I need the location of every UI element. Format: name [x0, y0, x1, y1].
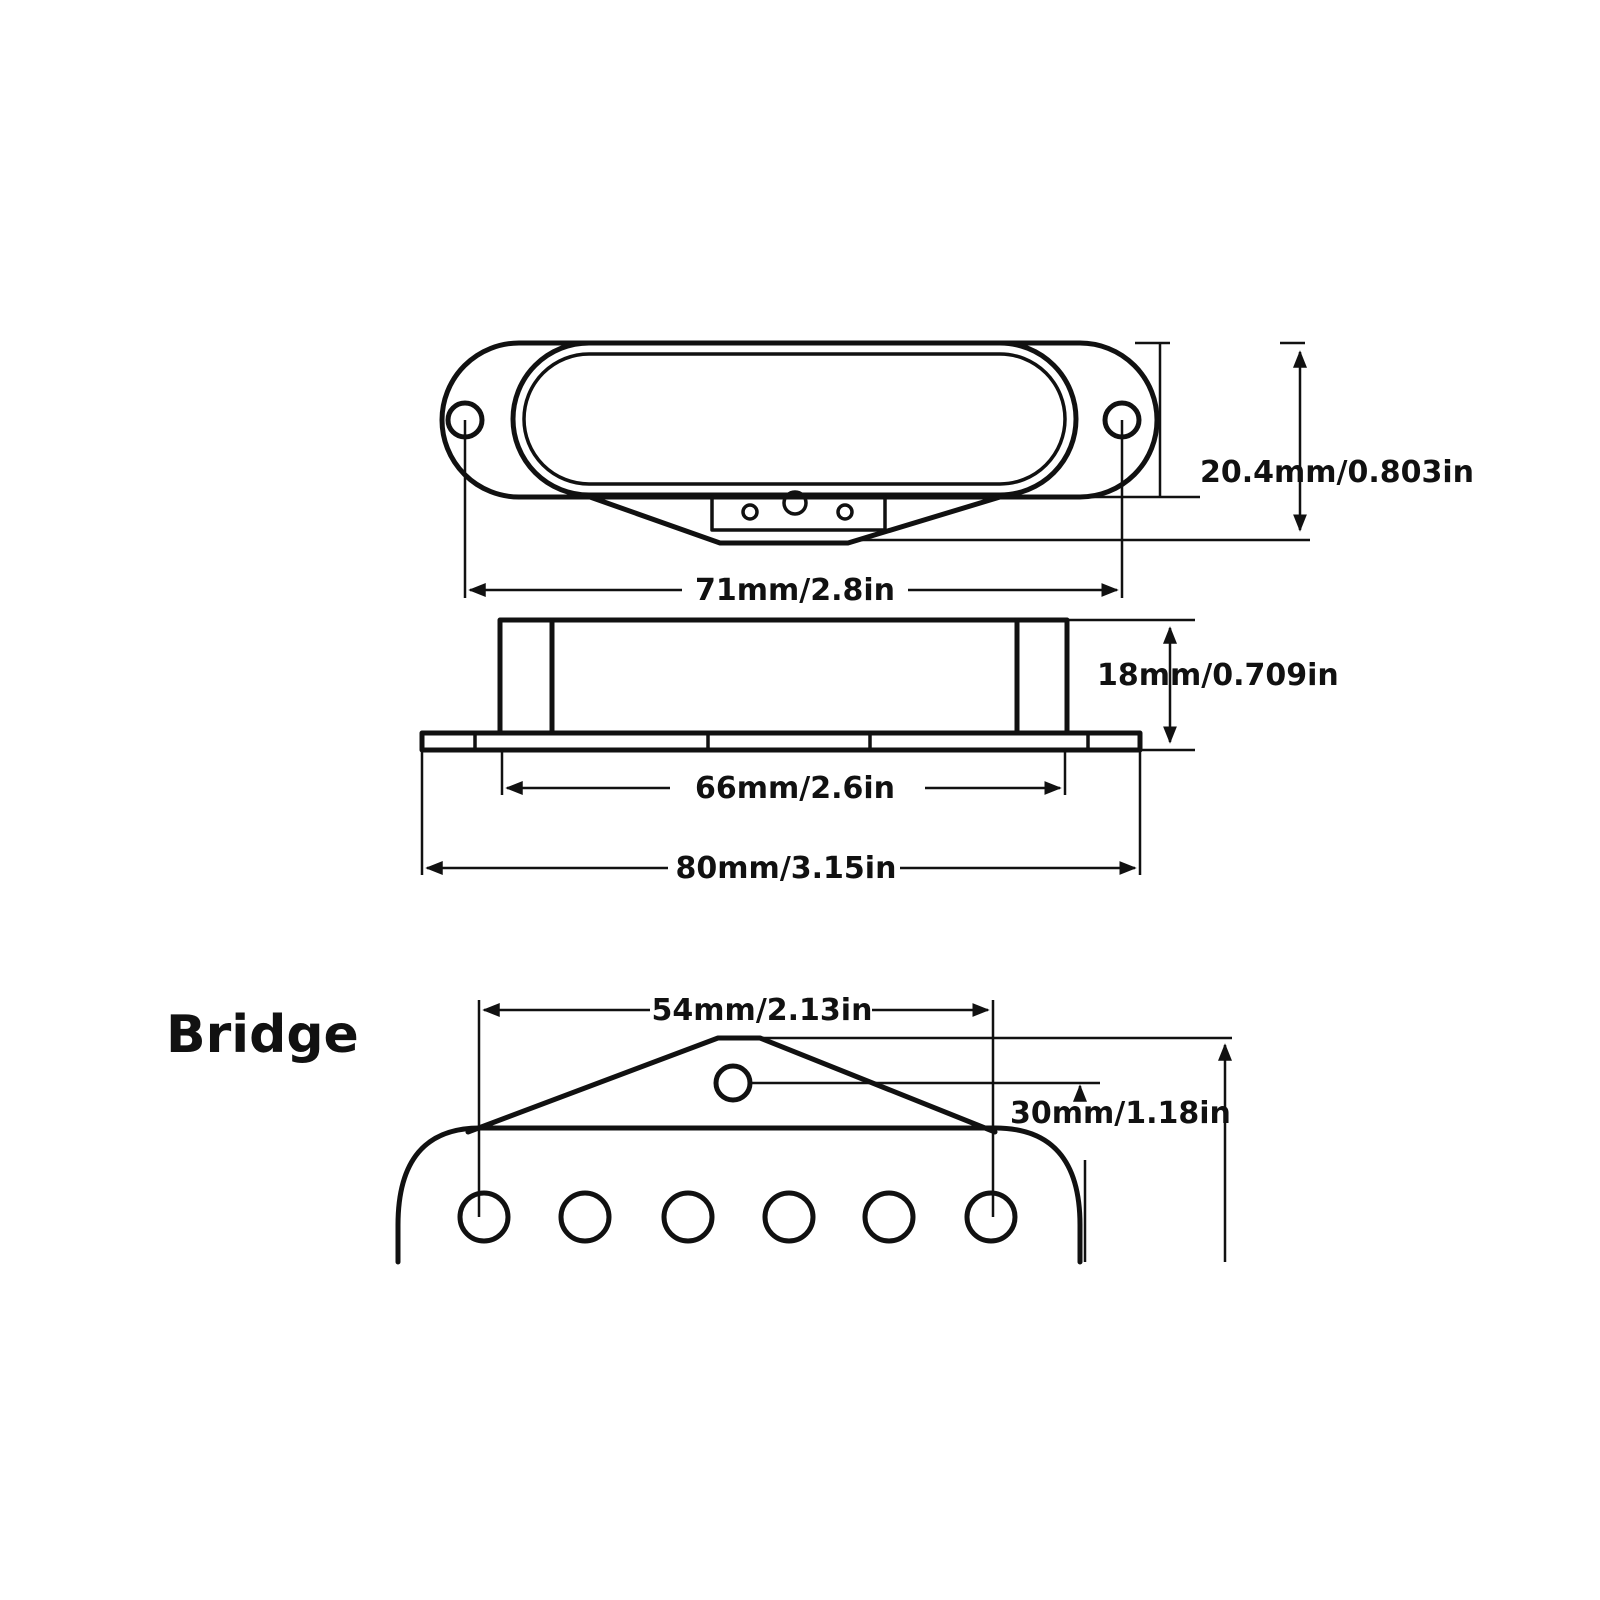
pole-piece — [862, 1190, 916, 1244]
pickup-side-view — [419, 617, 1143, 753]
pickup-width-dimension: 71mm/2.8in — [463, 420, 1124, 608]
bridge-cover — [395, 1125, 1083, 1265]
side-base-plate — [419, 730, 1143, 753]
pole-piece — [964, 1190, 1018, 1244]
pickup-top-view — [439, 340, 1160, 546]
pickup-height-label: 20.4mm/0.803in — [1200, 455, 1474, 490]
bridge-height-label: 30mm/1.18in — [1010, 1096, 1231, 1131]
base-height-label: 18mm/0.709in — [1097, 658, 1339, 693]
bridge-tab — [465, 1035, 998, 1135]
pickup-tab-plate — [710, 495, 887, 532]
bridge-pole-span-label: 54mm/2.13in — [652, 993, 873, 1028]
tab-hole-left — [741, 503, 759, 521]
bridge-title: Bridge — [166, 1005, 359, 1065]
pickup-cover-inner — [522, 352, 1067, 486]
pole-piece — [762, 1190, 816, 1244]
pickup-width-label: 71mm/2.8in — [695, 573, 895, 608]
base-inner-width-label: 66mm/2.6in — [695, 771, 895, 806]
bridge-pole-pieces — [457, 1190, 1018, 1244]
bridge-view — [395, 1035, 1083, 1265]
base-outer-width-label: 80mm/3.15in — [676, 851, 897, 886]
base-height-dimension: 18mm/0.709in — [1067, 618, 1339, 752]
pickup-tab — [587, 494, 1003, 546]
bridge-height-dimension: 30mm/1.18in — [750, 1036, 1232, 1262]
pickup-cover — [510, 340, 1079, 498]
side-body — [497, 617, 1070, 736]
tab-hole-center — [782, 490, 808, 516]
pole-piece — [457, 1190, 511, 1244]
pole-piece — [661, 1190, 715, 1244]
pole-piece — [558, 1190, 612, 1244]
pickup-height-dimension: 20.4mm/0.803in — [860, 341, 1474, 542]
tab-hole-right — [836, 503, 854, 521]
bridge-pole-span-dimension: 54mm/2.13in — [477, 993, 995, 1217]
bridge-tab-hole — [713, 1063, 753, 1103]
base-outer-width-dimension: 80mm/3.15in — [420, 750, 1142, 886]
base-inner-width-dimension: 66mm/2.6in — [500, 750, 1067, 806]
